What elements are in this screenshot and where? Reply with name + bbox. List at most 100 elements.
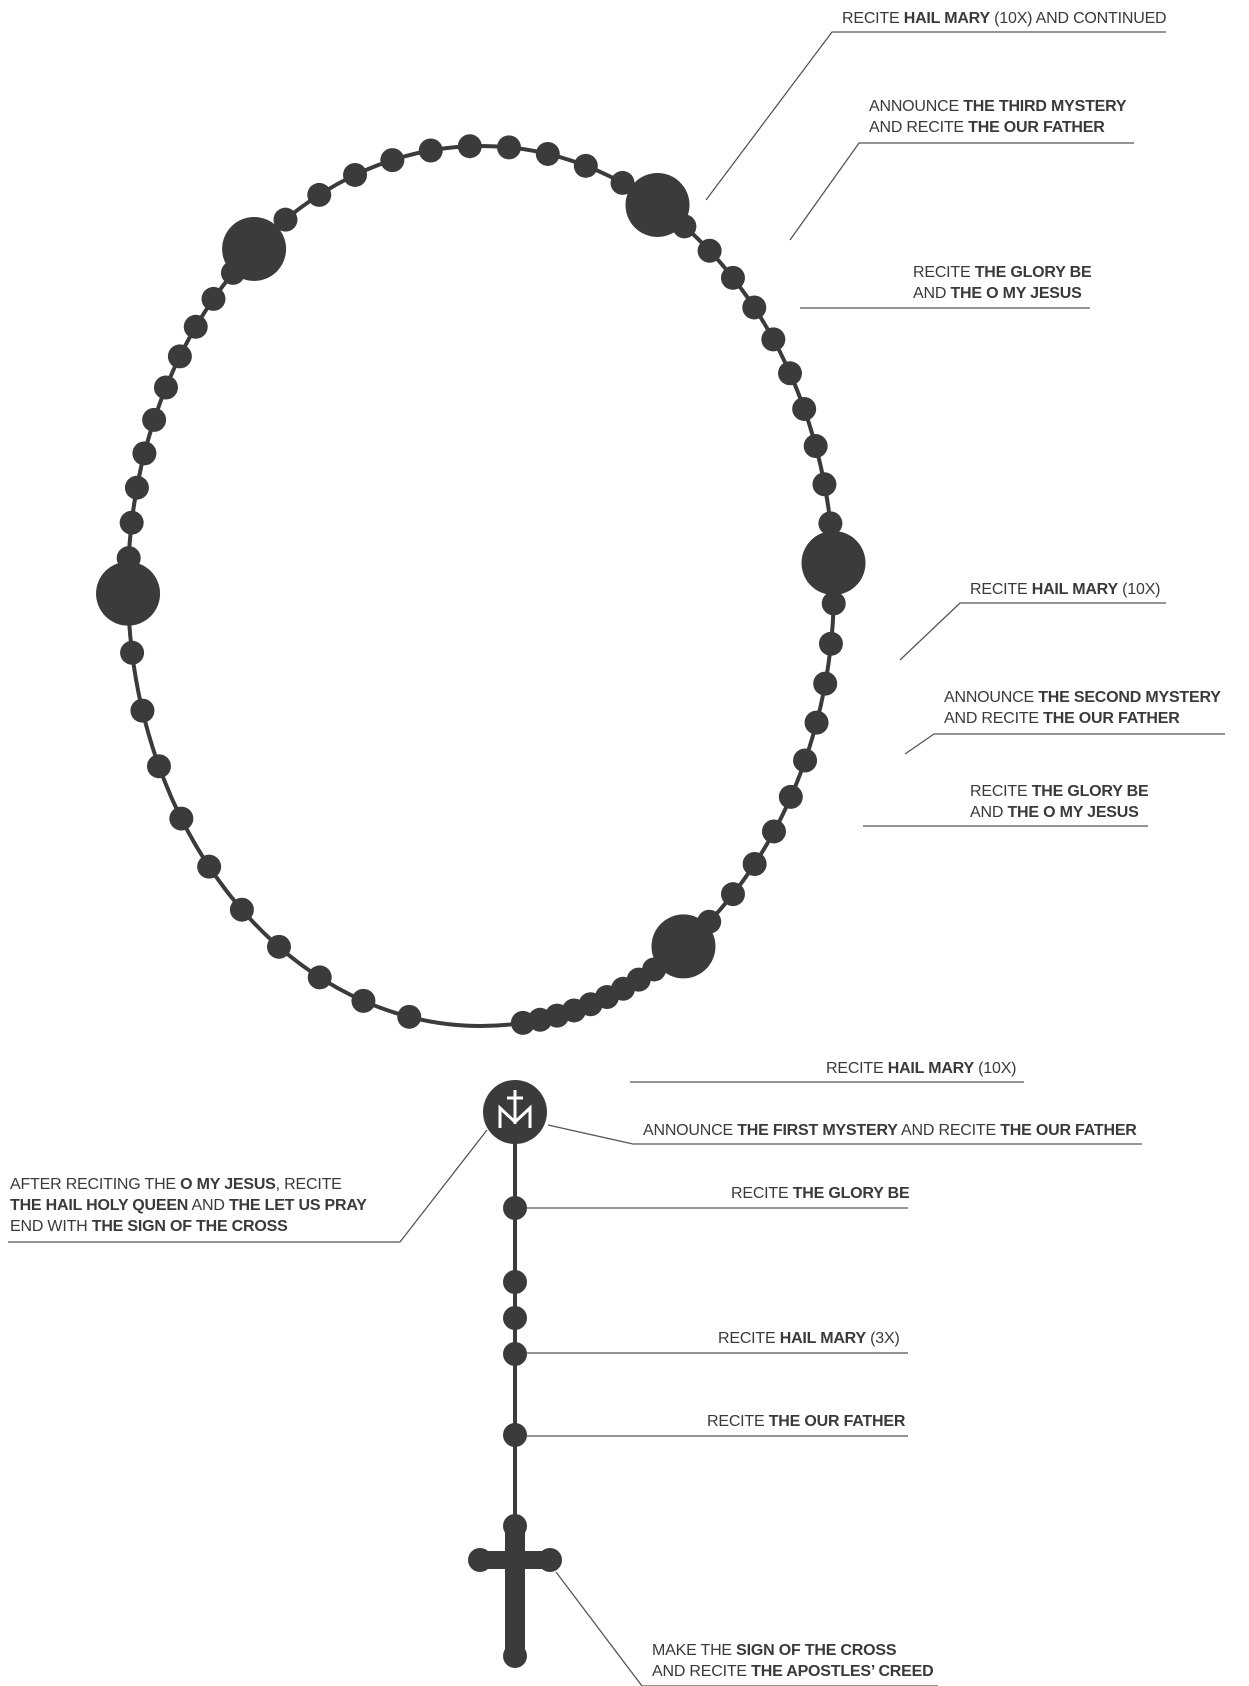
hail-mary-bead: [762, 819, 786, 843]
label-emphasis: HAIL MARY: [888, 1060, 974, 1077]
label-text: AND: [970, 804, 1007, 821]
label-emphasis: HAIL MARY: [1032, 581, 1118, 598]
leader-line: [905, 734, 1225, 754]
label-text: AND: [188, 1197, 229, 1214]
hail-mary-bead: [267, 935, 291, 959]
our-father-bead: [626, 173, 690, 237]
label-hail-mary-1: RECITE HAIL MARY (10X): [826, 1058, 1016, 1079]
hail-mary-bead: [574, 154, 598, 178]
hail-mary-bead: [419, 138, 443, 162]
hail-mary-bead: [230, 898, 254, 922]
label-text: ANNOUNCE: [944, 689, 1038, 706]
hail-mary-bead: [698, 239, 722, 263]
our-father-bead: [222, 217, 286, 281]
hail-mary-bead: [351, 989, 375, 1013]
label-text: AND: [913, 285, 950, 302]
glory-be-bead: [503, 1196, 527, 1220]
label-emphasis: THE OUR FATHER: [968, 119, 1104, 136]
label-line: RECITE THE GLORY BE: [731, 1183, 909, 1204]
label-text: MAKE THE: [652, 1642, 736, 1659]
label-intro-glory-be: RECITE THE GLORY BE: [731, 1183, 909, 1204]
cross-bottom-knob: [503, 1644, 527, 1668]
hail-mary-bead: [307, 183, 331, 207]
our-father-bead: [96, 562, 160, 626]
label-emphasis: THE OUR FATHER: [1000, 1122, 1136, 1139]
hail-mary-bead: [819, 632, 843, 656]
our-father-bead: [651, 914, 715, 978]
label-line: AND THE O MY JESUS: [970, 802, 1148, 823]
label-line: AND RECITE THE OUR FATHER: [869, 117, 1126, 138]
hail-mary-bead: [812, 472, 836, 496]
hail-mary-bead: [154, 375, 178, 399]
hail-mary-bead: [743, 852, 767, 876]
hail-mary-bead: [721, 266, 745, 290]
label-text: (10X): [974, 1060, 1016, 1077]
hail-mary-bead: [343, 163, 367, 187]
label-text: RECITE: [970, 783, 1032, 800]
label-text: AND RECITE: [898, 1122, 1001, 1139]
label-text: AFTER RECITING THE: [10, 1176, 180, 1193]
label-emphasis: THE FIRST MYSTERY: [737, 1122, 897, 1139]
label-line: RECITE HAIL MARY (10X): [970, 579, 1160, 600]
cross-left-knob: [468, 1548, 492, 1572]
label-emphasis: HAIL MARY: [904, 10, 990, 27]
hail-mary-bead: [130, 699, 154, 723]
label-line: MAKE THE SIGN OF THE CROSS: [652, 1640, 933, 1661]
label-second-mystery: ANNOUNCE THE SECOND MYSTERYAND RECITE TH…: [944, 687, 1221, 729]
hail-mary-bead: [721, 882, 745, 906]
label-intro-hail-mary: RECITE HAIL MARY (3X): [718, 1328, 900, 1349]
label-first-mystery: ANNOUNCE THE FIRST MYSTERY AND RECITE TH…: [643, 1120, 1137, 1141]
label-line: RECITE HAIL MARY (3X): [718, 1328, 900, 1349]
hail-mary-bead: [792, 397, 816, 421]
cross-upright: [505, 1526, 525, 1654]
hail-mary-bead: [497, 135, 521, 159]
label-text: ANNOUNCE: [643, 1122, 737, 1139]
label-line: RECITE THE GLORY BE: [913, 262, 1091, 283]
hail-mary-bead: [184, 315, 208, 339]
hail-mary-bead: [793, 748, 817, 772]
label-line: RECITE THE GLORY BE: [970, 781, 1148, 802]
label-text: END WITH: [10, 1218, 92, 1235]
label-intro-our-father: RECITE THE OUR FATHER: [707, 1411, 905, 1432]
hail-mary-bead: [778, 361, 802, 385]
label-line: END WITH THE SIGN OF THE CROSS: [10, 1216, 367, 1237]
hail-mary-bead: [201, 287, 225, 311]
hail-mary-bead: [169, 807, 193, 831]
hail-mary-bead: [308, 965, 332, 989]
label-text: RECITE: [970, 581, 1032, 598]
cross-right-knob: [538, 1548, 562, 1572]
label-text: AND RECITE: [869, 119, 968, 136]
label-text: (3X): [866, 1330, 900, 1347]
label-line: AND RECITE THE OUR FATHER: [944, 708, 1221, 729]
label-line: AFTER RECITING THE O MY JESUS, RECITE: [10, 1174, 367, 1195]
hail-mary-bead: [813, 672, 837, 696]
hail-mary-bead: [120, 511, 144, 535]
label-glory-be-1: RECITE THE GLORY BEAND THE O MY JESUS: [970, 781, 1148, 823]
hail-mary-bead: [197, 855, 221, 879]
hail-mary-bead: [761, 327, 785, 351]
label-emphasis: HAIL MARY: [780, 1330, 866, 1347]
hail-mary-bead: [503, 1306, 527, 1330]
hail-mary-bead: [142, 408, 166, 432]
hail-mary-bead: [397, 1005, 421, 1029]
label-text: AND RECITE: [944, 710, 1043, 727]
hail-mary-bead: [503, 1270, 527, 1294]
leader-line: [790, 143, 1134, 240]
label-line: ANNOUNCE THE SECOND MYSTERY: [944, 687, 1221, 708]
label-text: ANNOUNCE: [869, 98, 963, 115]
label-line: RECITE THE OUR FATHER: [707, 1411, 905, 1432]
label-line: RECITE HAIL MARY (10X) AND CONTINUED: [842, 8, 1166, 29]
label-hail-mary-continued: RECITE HAIL MARY (10X) AND CONTINUED: [842, 8, 1166, 29]
hail-mary-bead: [125, 476, 149, 500]
label-line: RECITE HAIL MARY (10X): [826, 1058, 1016, 1079]
label-text: RECITE: [731, 1185, 793, 1202]
miraculous-medal: [483, 1080, 547, 1144]
label-emphasis: THE O MY JESUS: [1007, 804, 1138, 821]
label-emphasis: THE GLORY BE: [975, 264, 1092, 281]
hail-mary-bead: [503, 1342, 527, 1366]
hail-mary-bead: [458, 134, 482, 158]
label-emphasis: THE APOSTLES’ CREED: [751, 1663, 933, 1680]
hail-mary-bead: [132, 441, 156, 465]
